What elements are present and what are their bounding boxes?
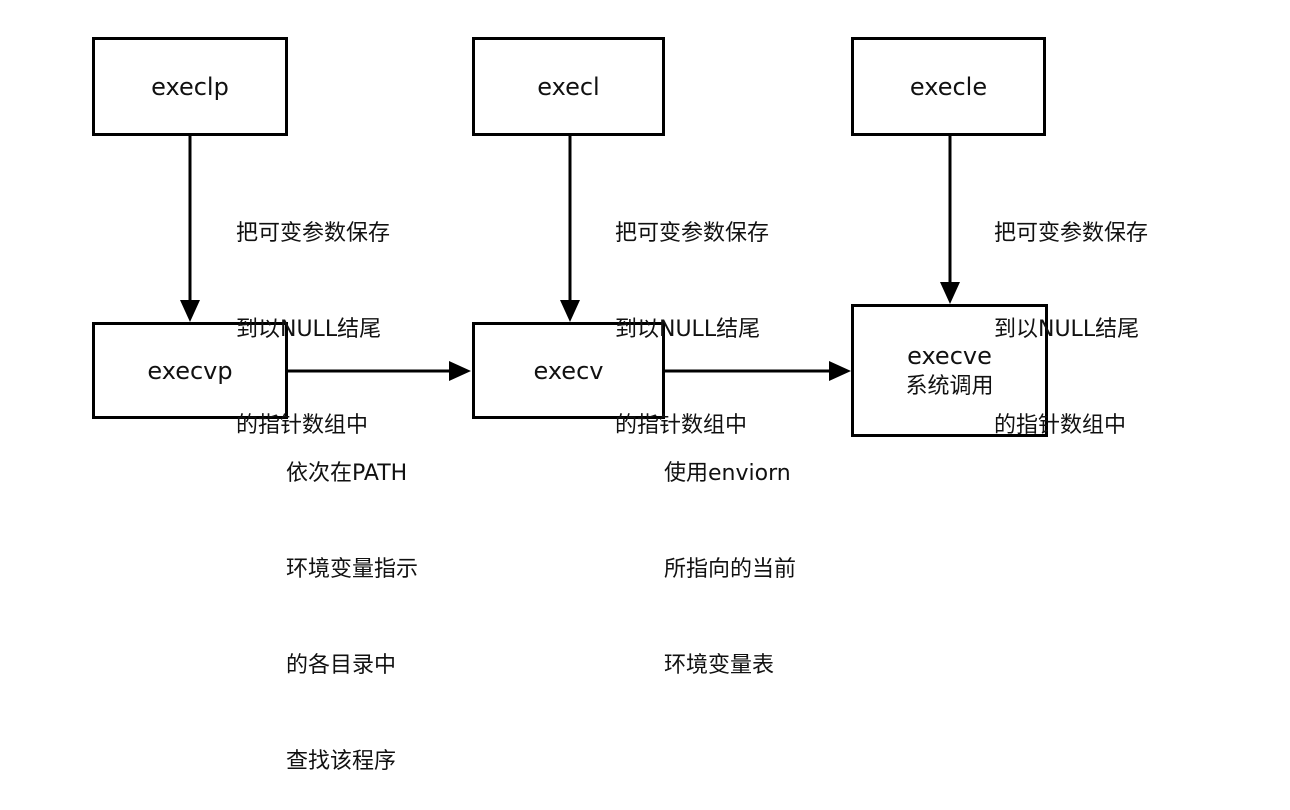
edge-label-line: 的指针数组中 xyxy=(236,413,369,438)
node-execl: execl xyxy=(472,37,665,136)
node-execve-sublabel: 系统调用 xyxy=(905,373,994,399)
node-execve: execve 系统调用 xyxy=(851,304,1048,437)
edge-label-line: 到以NULL结尾 xyxy=(615,317,761,342)
edge-label-line: 的指针数组中 xyxy=(994,413,1127,438)
node-execle: execle xyxy=(851,37,1046,136)
edge-label-line: 把可变参数保存 xyxy=(236,221,391,246)
node-execlp: execlp xyxy=(92,37,288,136)
arrow-execv-to-execve xyxy=(665,361,851,381)
node-execv-label: execv xyxy=(533,356,604,385)
edge-label-execvp-to-execv: 依次在PATH 环境变量指示 的各目录中 查找该程序 xyxy=(286,394,418,810)
node-execl-label: execl xyxy=(537,72,600,101)
edge-label-execle-to-execve: 把可变参数保存 到以NULL结尾 的指针数组中 xyxy=(994,154,1148,474)
edge-label-line: 环境变量表 xyxy=(664,653,775,678)
edge-label-line: 把可变参数保存 xyxy=(615,221,770,246)
node-execle-label: execle xyxy=(909,72,988,101)
edge-label-line: 的指针数组中 xyxy=(615,413,748,438)
edge-label-line: 使用enviorn xyxy=(664,461,791,486)
arrow-execl-to-execv xyxy=(560,135,580,322)
edge-label-line: 依次在PATH xyxy=(286,461,408,486)
node-execv: execv xyxy=(472,322,665,419)
node-execvp: execvp xyxy=(92,322,288,419)
diagram-edges xyxy=(180,135,960,381)
edge-label-execl-to-execv: 把可变参数保存 到以NULL结尾 的指针数组中 xyxy=(615,154,769,474)
edge-label-line: 所指向的当前 xyxy=(664,557,797,582)
edge-label-line: 到以NULL结尾 xyxy=(236,317,382,342)
edge-label-execv-to-execve: 使用enviorn 所指向的当前 环境变量表 xyxy=(664,394,796,714)
arrow-execle-to-execve xyxy=(940,135,960,304)
edge-label-line: 环境变量指示 xyxy=(286,557,419,582)
node-execlp-label: execlp xyxy=(151,72,229,101)
edge-label-line: 的各目录中 xyxy=(286,653,397,678)
edge-label-line: 到以NULL结尾 xyxy=(994,317,1140,342)
node-execvp-label: execvp xyxy=(147,356,233,385)
arrow-execvp-to-execv xyxy=(288,361,471,381)
node-execve-label: execve xyxy=(907,341,992,370)
edge-label-line: 查找该程序 xyxy=(286,749,397,774)
edge-label-line: 把可变参数保存 xyxy=(994,221,1149,246)
edge-label-execlp-to-execvp: 把可变参数保存 到以NULL结尾 的指针数组中 xyxy=(236,154,390,474)
arrow-execlp-to-execvp xyxy=(180,135,200,322)
